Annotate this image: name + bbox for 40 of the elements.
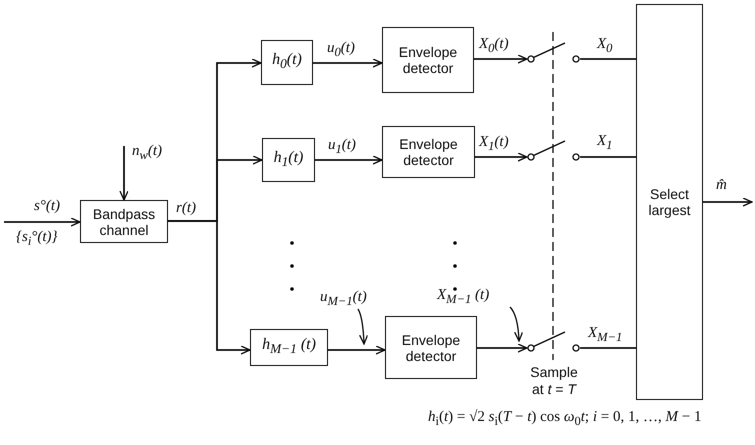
signal-label: X$_{M−1}$ (t) — [437, 287, 490, 308]
connector-arrow — [4, 217, 81, 227]
formula-text: h$_{i}$(t) = √2 s$_{i}$(T − t) cos ω$_{0}$t; i = 0, 1, …, M − 1 — [428, 409, 702, 430]
connector-arrow — [475, 152, 528, 162]
process-box: Envelope detector — [385, 316, 477, 379]
switch-symbol — [527, 331, 580, 352]
signal-label: X$_{1}$(t) — [479, 134, 509, 155]
filter-box: h$_{1}$(t) — [262, 138, 315, 182]
sampling-note: Sample at t = T — [529, 364, 579, 398]
switch-symbol — [527, 140, 580, 161]
signal-label: r(t) — [176, 200, 196, 217]
connector-arrow — [477, 343, 528, 353]
signal-label: X$_{0}$ — [597, 36, 612, 57]
signal-label: X$_{M−1}$ — [588, 325, 622, 346]
connector-arrow — [703, 197, 753, 207]
filter-box: h$_{M−1}$ (t) — [250, 329, 328, 366]
signal-label: X$_{0}$(t) — [479, 36, 509, 57]
process-box: Envelope detector — [382, 126, 475, 178]
signal-label: u$_{M−1}$(t) — [320, 289, 367, 310]
connector-arrow — [119, 146, 129, 201]
signal-label: u$_{0}$(t) — [327, 40, 355, 61]
connector-arrow — [474, 54, 528, 64]
connector-line — [580, 347, 636, 349]
process-box: Bandpass channel — [80, 200, 168, 243]
connector-arrow — [168, 220, 251, 355]
signal-label: X$_{1}$ — [597, 133, 612, 154]
connector-arrow — [315, 155, 383, 165]
connector-arrow — [328, 345, 386, 355]
signal-label: m̂ — [716, 177, 727, 194]
signal-label: n$_{w}$(t) — [132, 143, 162, 164]
process-box: Envelope detector — [382, 27, 474, 93]
signal-label: u$_{1}$(t) — [328, 137, 356, 158]
connector-arrow — [313, 58, 383, 68]
connector-line — [580, 156, 636, 158]
signal-label: s°(t) — [34, 198, 60, 215]
signal-label: {s$_{i}$°(t)} — [16, 229, 58, 250]
connector-line — [580, 58, 636, 60]
filter-box: h$_{0}$(t) — [261, 40, 313, 85]
process-box: Select largest — [636, 4, 703, 400]
switch-symbol — [527, 42, 580, 63]
